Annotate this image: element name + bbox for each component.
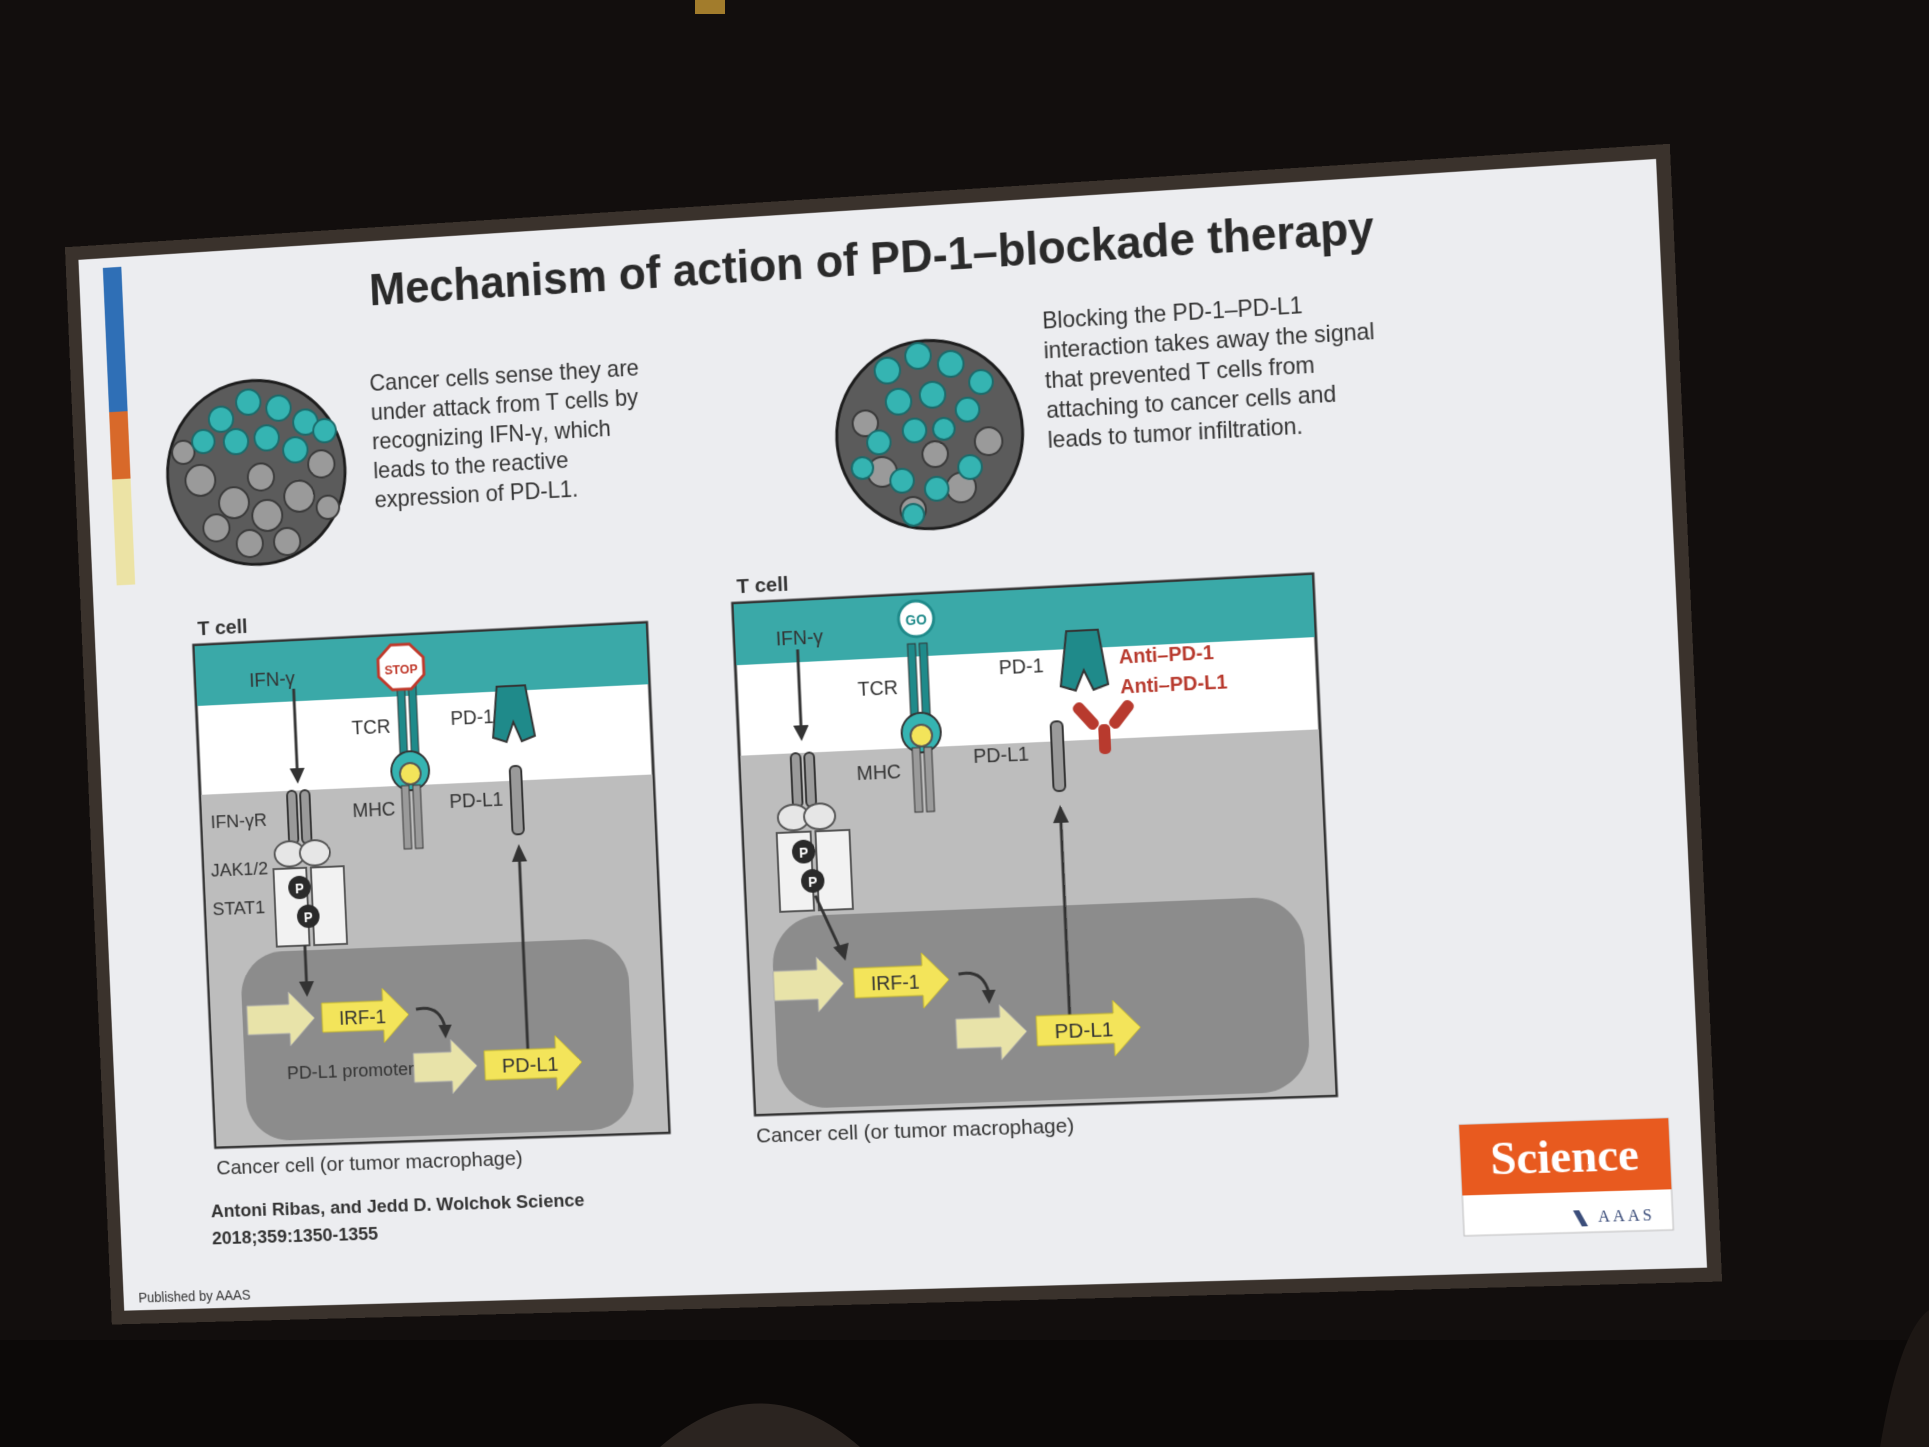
left-ifn-gamma-receptor-label: IFN-γR [210, 809, 267, 832]
left-stop-label: STOP [384, 661, 418, 678]
left-pdl1-gene-label: PD-L1 [501, 1053, 559, 1078]
right-pd1-label: PD-1 [998, 655, 1044, 679]
science-logo-text: Science [1489, 1128, 1640, 1184]
tumor-cells-illustration-right [833, 335, 1027, 533]
left-stat1-label: STAT1 [212, 896, 265, 919]
right-mechanism-diagram [733, 574, 1337, 1115]
left-jak-label: JAK1/2 [210, 857, 268, 880]
antibody-icon [1070, 698, 1136, 755]
left-pdl1-promoter-label: PD-L1 promoter [287, 1058, 415, 1083]
published-by-footer: Published by AAAS [138, 1288, 251, 1306]
left-mechanism-diagram [194, 622, 670, 1147]
science-logo: Science AAAS [1459, 1118, 1673, 1236]
left-nucleus [239, 937, 636, 1142]
ceiling-light [695, 0, 725, 14]
accent-bar-orange [109, 411, 131, 480]
aaas-logo-text: AAAS [1598, 1207, 1656, 1226]
right-phospho-1: P [799, 845, 809, 860]
accent-bar-cream [112, 478, 136, 586]
left-ifn-gamma-label: IFN-γ [249, 668, 296, 692]
stop-sign-icon [377, 643, 424, 690]
left-tcell-label: T cell [197, 615, 248, 640]
right-anti-pd1-label: Anti–PD-1 [1118, 642, 1214, 669]
right-irf1-label: IRF-1 [870, 971, 920, 995]
right-phospho-2: P [808, 875, 818, 890]
left-phospho-1: P [295, 881, 304, 896]
right-tcell-label: T cell [736, 572, 789, 598]
left-pd1-label: PD-1 [450, 706, 494, 730]
left-mhc-label: MHC [352, 798, 396, 822]
audience-head [1880, 1310, 1929, 1447]
left-phospho-2: P [304, 910, 313, 925]
tumor-cells-illustration-left [164, 375, 349, 569]
left-tcr-label: TCR [351, 716, 391, 740]
right-pdl1-gene-label: PD-L1 [1054, 1018, 1114, 1043]
right-nucleus [770, 895, 1312, 1110]
projected-slide: Mechanism of action of PD-1–blockade the… [64, 143, 1723, 1325]
right-tcr-label: TCR [857, 677, 898, 701]
right-pdl1-label: PD-L1 [973, 743, 1030, 768]
right-tcell-membrane [733, 574, 1315, 666]
left-irf1-label: IRF-1 [339, 1006, 387, 1030]
left-pdl1-label: PD-L1 [449, 789, 504, 813]
right-ifn-gamma-label: IFN-γ [775, 626, 824, 650]
citation-line-2: 2018;359:1350-1355 [212, 1223, 379, 1249]
audience-head [660, 1403, 860, 1447]
accent-bar-blue [102, 266, 128, 413]
right-go-label: GO [905, 612, 927, 628]
right-mhc-label: MHC [856, 761, 901, 785]
go-sign-icon [898, 600, 935, 637]
right-anti-pdl1-label: Anti–PD-L1 [1120, 671, 1228, 699]
